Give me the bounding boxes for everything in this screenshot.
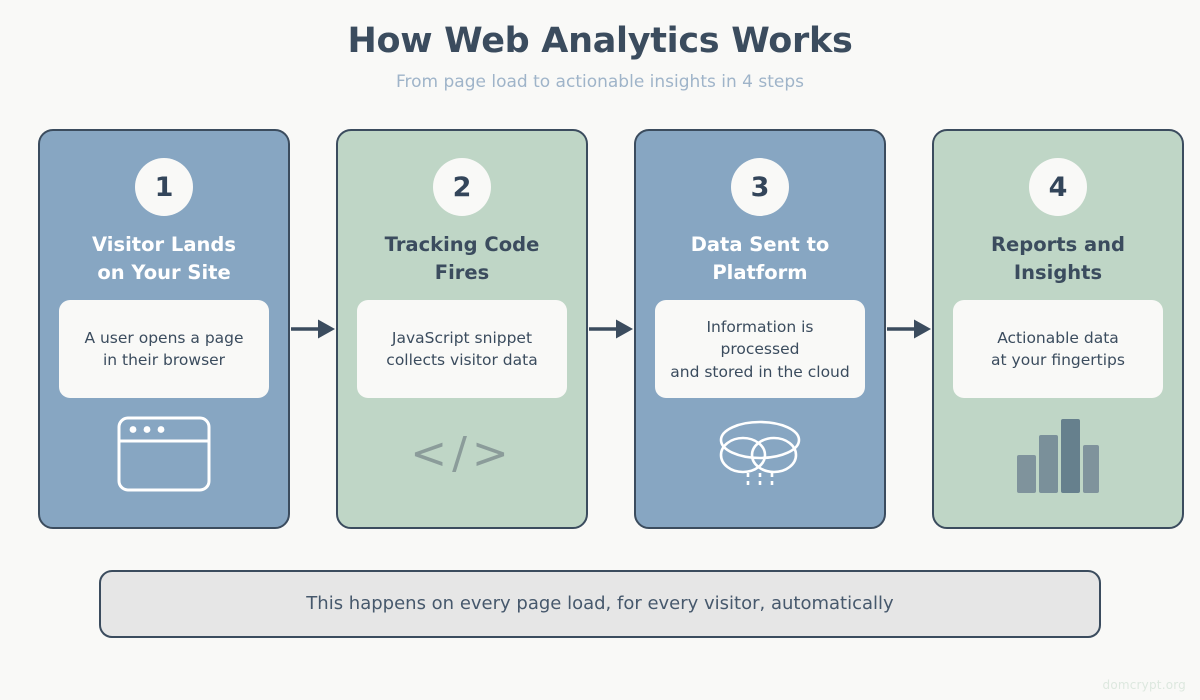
summary-banner-text: This happens on every page load, for eve…	[306, 593, 894, 615]
step-number-badge-2: 2	[433, 158, 491, 216]
step-title-1: Visitor Lands on Your Site	[92, 233, 236, 284]
step-title-3: Data Sent to Platform	[690, 233, 830, 284]
summary-banner: This happens on every page load, for eve…	[99, 570, 1101, 638]
step-card-4[interactable]: 4 Reports and Insights Actionable data a…	[932, 129, 1184, 529]
step-description-3: Information is processed and stored in t…	[670, 317, 850, 381]
process-flow-row: 1 Visitor Lands on Your Site A user open…	[38, 129, 1184, 529]
step-card-1[interactable]: 1 Visitor Lands on Your Site A user open…	[38, 129, 290, 529]
step-title-4: Reports and Insights	[991, 233, 1125, 284]
step-description-1: A user opens a page in their browser	[84, 328, 244, 370]
page-subtitle: From page load to actionable insights in…	[395, 71, 805, 92]
page-header: How Web Analytics Works From page load t…	[0, 0, 1200, 92]
arrow-2-to-3	[588, 129, 634, 529]
step-card-2[interactable]: 2 Tracking Code Fires JavaScript snippet…	[336, 129, 588, 529]
step-number-badge-3: 3	[731, 158, 789, 216]
arrow-3-to-4	[886, 129, 932, 529]
step-card-3[interactable]: 3 Data Sent to Platform Information is p…	[634, 129, 886, 529]
step-icon-slot-3	[636, 398, 884, 527]
step-number-badge-4: 4	[1029, 158, 1087, 216]
watermark: domcrypt.org	[1102, 678, 1186, 692]
bar-chart-icon	[1017, 418, 1099, 493]
step-description-box-2: JavaScript snippet collects visitor data	[357, 300, 567, 399]
arrow-right-icon	[291, 319, 335, 339]
step-description-box-3: Information is processed and stored in t…	[655, 300, 865, 399]
step-icon-slot-2: </>	[338, 398, 586, 527]
step-description-4: Actionable data at your fingertips	[991, 328, 1125, 370]
step-number-1: 1	[154, 171, 174, 203]
arrow-1-to-2	[290, 129, 336, 529]
step-number-2: 2	[452, 171, 472, 203]
step-number-4: 4	[1048, 171, 1068, 203]
arrow-right-icon	[887, 319, 931, 339]
step-description-2: JavaScript snippet collects visitor data	[386, 328, 538, 370]
step-number-badge-1: 1	[135, 158, 193, 216]
step-description-box-1: A user opens a page in their browser	[59, 300, 269, 399]
page-title: How Web Analytics Works	[347, 21, 853, 61]
step-icon-slot-4	[934, 398, 1182, 527]
arrow-right-icon	[589, 319, 633, 339]
step-number-3: 3	[750, 171, 770, 203]
code-brackets-icon: </>	[410, 427, 514, 479]
step-icon-slot-1	[40, 398, 288, 527]
step-description-box-4: Actionable data at your fingertips	[953, 300, 1163, 399]
cloud-upload-icon	[719, 420, 801, 489]
step-title-2: Tracking Code Fires	[384, 233, 540, 284]
browser-window-icon	[117, 416, 211, 492]
